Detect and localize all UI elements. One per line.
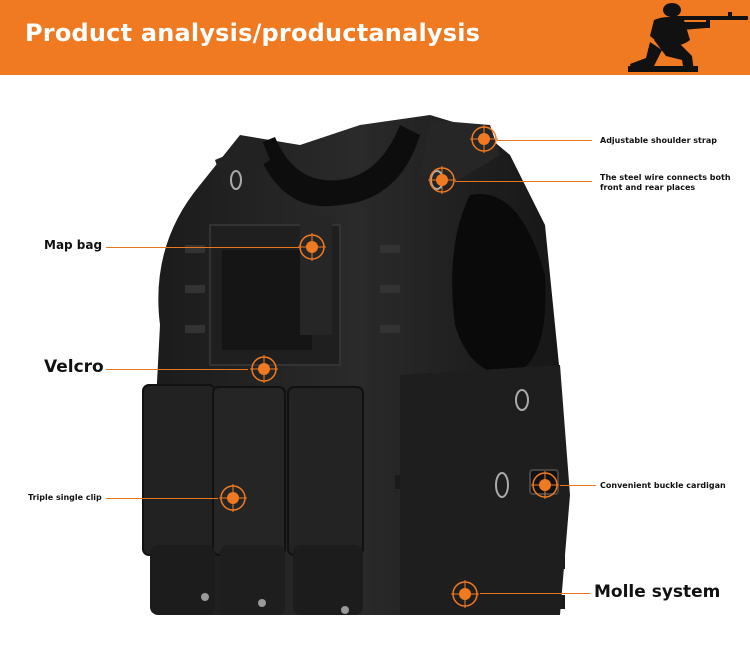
leader-line (106, 369, 248, 370)
header-banner: Product analysis/productanalysis (0, 0, 750, 75)
tactical-vest-image (142, 115, 570, 615)
leader-line (106, 498, 218, 499)
leader-line (455, 181, 592, 182)
crosshair-target-icon (451, 580, 479, 608)
crosshair-target-icon (250, 355, 278, 383)
leader-line (480, 593, 590, 594)
callout-buckle: Convenient buckle cardigan (600, 481, 726, 490)
callout-shoulder-strap: Adjustable shoulder strap (600, 136, 717, 145)
leader-line (106, 247, 299, 248)
callout-molle: Molle system (594, 582, 721, 602)
crosshair-target-icon (298, 233, 326, 261)
callout-map-bag: Map bag (44, 238, 103, 252)
callout-velcro: Velcro (44, 357, 104, 377)
crosshair-target-icon (531, 471, 559, 499)
leader-line (560, 485, 596, 486)
callout-triple-clip: Triple single clip (28, 493, 102, 502)
page-title: Product analysis/productanalysis (25, 19, 481, 47)
leader-line (497, 140, 592, 141)
callout-steel-wire: The steel wire connects both front and r… (600, 173, 731, 192)
crosshair-target-icon (470, 125, 498, 153)
crosshair-target-icon (428, 166, 456, 194)
crosshair-target-icon (219, 484, 247, 512)
kneeling-soldier-icon (628, 3, 748, 72)
